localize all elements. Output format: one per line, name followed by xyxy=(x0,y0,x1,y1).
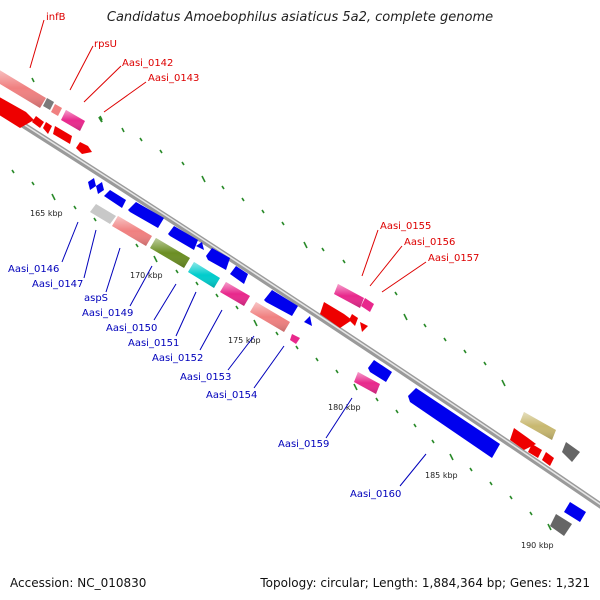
label-Aasi_0151: Aasi_0151 xyxy=(128,338,179,349)
gene-Aasi_0159[interactable] xyxy=(368,360,392,382)
label-Aasi_0157: Aasi_0157 xyxy=(428,253,479,264)
label-Aasi_0152: Aasi_0152 xyxy=(152,353,203,364)
label-Aasi_0153: Aasi_0153 xyxy=(180,372,231,383)
gene-blue-small-b[interactable] xyxy=(304,316,312,326)
gene-Aasi_0156[interactable] xyxy=(361,298,374,312)
label-Aasi_0156: Aasi_0156 xyxy=(404,237,455,248)
gene-Aasi_0147[interactable] xyxy=(90,204,116,224)
label-Aasi_0154: Aasi_0154 xyxy=(206,390,257,401)
scale-label-165: 165 kbp xyxy=(30,209,63,218)
accession-text: Accession: NC_010830 xyxy=(10,576,147,590)
scale-label-180: 180 kbp xyxy=(328,403,361,412)
gene-Aasi_0146[interactable] xyxy=(88,178,96,190)
topology-text: Topology: circular; Length: 1,884,364 bp… xyxy=(260,576,590,590)
label-rpsU: rpsU xyxy=(94,39,117,50)
gene-grey-small[interactable] xyxy=(43,98,54,110)
gene-Aasi_0160[interactable] xyxy=(408,388,500,458)
gene-red-row3[interactable] xyxy=(76,142,92,154)
label-infB: infB xyxy=(46,12,66,23)
label-Aasi_0159: Aasi_0159 xyxy=(278,439,329,450)
gene-red-190c[interactable] xyxy=(542,452,554,466)
reverse-gene-labels: Aasi_0146 Aasi_0147 aspS Aasi_0149 Aasi_… xyxy=(8,264,401,500)
label-Aasi_0155: Aasi_0155 xyxy=(380,221,431,232)
label-Aasi_0142: Aasi_0142 xyxy=(122,58,173,69)
gene-blue-190[interactable] xyxy=(564,502,586,522)
label-Aasi_0160: Aasi_0160 xyxy=(350,489,401,500)
genome-backbone xyxy=(0,106,600,509)
gene-Aasi_0146b[interactable] xyxy=(96,182,104,194)
forward-gene-labels: infB rpsU Aasi_0142 Aasi_0143 Aasi_0155 … xyxy=(46,12,479,264)
gene-blue-row1[interactable] xyxy=(104,190,126,208)
figure-title: Candidatus Amoebophilus asiaticus 5a2, c… xyxy=(106,10,494,25)
gene-blue-small-a[interactable] xyxy=(196,242,204,250)
label-Aasi_0150: Aasi_0150 xyxy=(106,323,157,334)
gene-blue-row2[interactable] xyxy=(128,202,164,228)
genome-backbone-highlight xyxy=(0,108,600,506)
scale-label-175: 175 kbp xyxy=(228,336,261,345)
forward-genes xyxy=(0,70,586,536)
gene-Aasi_0157-red[interactable] xyxy=(320,302,352,328)
gene-blue-row4[interactable] xyxy=(264,290,298,316)
label-Aasi_0149: Aasi_0149 xyxy=(82,308,133,319)
gene-red-row2b[interactable] xyxy=(32,116,44,128)
gene-blue-row3[interactable] xyxy=(206,248,230,270)
gene-Aasi_0143[interactable] xyxy=(53,126,72,144)
gene-grey-190b[interactable] xyxy=(550,514,572,536)
scale-label-190: 190 kbp xyxy=(521,541,554,550)
gene-grey-190[interactable] xyxy=(562,442,580,462)
gene-red-small-b[interactable] xyxy=(360,322,368,332)
scale-label-185: 185 kbp xyxy=(425,471,458,480)
gene-red-row2c[interactable] xyxy=(43,122,52,134)
reverse-leaders xyxy=(61,221,427,487)
reverse-genes xyxy=(88,178,500,458)
label-Aasi_0147: Aasi_0147 xyxy=(32,279,83,290)
tick-marks xyxy=(11,77,552,531)
label-Aasi_0143: Aasi_0143 xyxy=(148,73,199,84)
forward-leaders xyxy=(29,19,427,293)
gene-Aasi_0150[interactable] xyxy=(168,226,198,250)
gene-red-small-a[interactable] xyxy=(349,314,358,326)
gene-red-row2a[interactable] xyxy=(0,94,34,128)
gene-red-190b[interactable] xyxy=(528,444,542,458)
gene-blue-row3b[interactable] xyxy=(230,266,248,284)
gene-rpsU[interactable] xyxy=(51,104,62,116)
label-Aasi_0146: Aasi_0146 xyxy=(8,264,59,275)
gene-red-190a[interactable] xyxy=(510,428,536,450)
gene-Aasi_0154[interactable] xyxy=(290,334,300,344)
gene-green-marker xyxy=(98,116,103,123)
label-aspS: aspS xyxy=(84,293,108,304)
